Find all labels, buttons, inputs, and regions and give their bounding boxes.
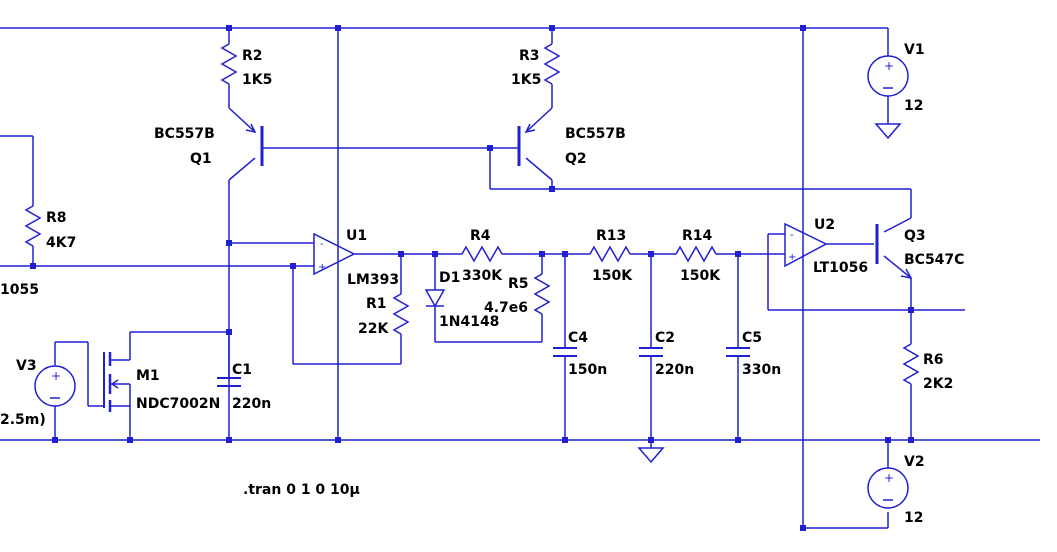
r13-value: 150K — [592, 268, 633, 284]
resistor-r3 — [543, 28, 561, 108]
u1-model: LM393 — [347, 272, 399, 288]
r8-name: R8 — [46, 210, 67, 226]
svg-text:+: + — [884, 59, 894, 73]
r14-value: 150K — [680, 268, 721, 284]
r1-name: R1 — [366, 296, 387, 312]
v2-value: 12 — [904, 510, 923, 526]
comparator-u1: - + — [229, 232, 435, 365]
r4-value: 330K — [462, 268, 503, 284]
c4-value: 150n — [568, 362, 607, 378]
resistor-r4 — [435, 245, 565, 263]
q2-model: BC557B — [565, 126, 626, 142]
m1-name: M1 — [136, 368, 160, 384]
left-edge-label: 1055 — [0, 282, 39, 298]
r5-value: 4.7e6 — [484, 300, 528, 316]
resistor-r6 — [902, 343, 920, 440]
resistor-r2 — [220, 28, 238, 108]
capacitor-c4 — [553, 254, 577, 440]
svg-text:-: - — [320, 239, 324, 250]
svg-text:-: - — [790, 230, 794, 241]
opamp-u2: - + — [767, 222, 965, 311]
r1-value: 22K — [358, 321, 389, 337]
d1-name: D1 — [439, 270, 460, 286]
voltage-source-v3: + — [34, 341, 104, 440]
resistor-r8 — [0, 135, 293, 267]
c5-name: C5 — [742, 330, 762, 346]
u2-model: LT1056 — [813, 260, 868, 276]
spice-directive: .tran 0 1 0 10µ — [243, 482, 360, 498]
c4-name: C4 — [568, 330, 588, 346]
r13-name: R13 — [596, 228, 626, 244]
resistor-r1 — [392, 254, 410, 364]
v3-name: V3 — [16, 358, 37, 374]
voltage-source-v2: + — [867, 440, 909, 509]
r3-value: 1K5 — [511, 72, 541, 88]
v1-value: 12 — [904, 98, 923, 114]
q1-name: Q1 — [190, 151, 212, 167]
diode-d1 — [424, 254, 542, 343]
c1-value: 220n — [232, 396, 271, 412]
v3-value-fragment: 2.5m) — [0, 412, 46, 428]
mosfet-m1 — [103, 331, 229, 440]
capacitor-c1 — [217, 332, 241, 387]
transistor-q2 — [489, 107, 912, 218]
r4-name: R4 — [470, 228, 491, 244]
c5-value: 330n — [742, 362, 781, 378]
vertical-buses — [337, 28, 804, 528]
r2-name: R2 — [242, 48, 263, 64]
capacitor-c5 — [726, 254, 750, 440]
svg-text:+: + — [51, 369, 61, 383]
r14-name: R14 — [682, 228, 713, 244]
svg-text:+: + — [788, 252, 796, 263]
v2-name: V2 — [904, 454, 925, 470]
d1-model: 1N4148 — [439, 314, 499, 330]
c2-name: C2 — [655, 330, 675, 346]
m1-model: NDC7002N — [136, 396, 220, 412]
resistor-r5 — [533, 254, 551, 342]
capacitor-c2 — [637, 254, 665, 464]
negative-supply-rail — [803, 512, 889, 529]
top-supply-rail — [0, 27, 889, 56]
r2-value: 1K5 — [242, 72, 272, 88]
transistor-q1 — [228, 107, 490, 440]
junction-dots — [30, 25, 914, 531]
r6-value: 2K2 — [923, 376, 953, 392]
voltage-source-v1: + — [867, 55, 909, 140]
svg-text:+: + — [884, 471, 894, 485]
c1-name: C1 — [232, 362, 252, 378]
resistor-r14 — [651, 245, 785, 263]
c2-value: 220n — [655, 362, 694, 378]
r8-value: 4K7 — [46, 235, 76, 251]
u2-name: U2 — [814, 217, 835, 233]
svg-text:+: + — [318, 262, 326, 273]
r6-name: R6 — [923, 352, 944, 368]
u1-name: U1 — [346, 228, 367, 244]
q3-name: Q3 — [904, 228, 926, 244]
resistor-r13 — [565, 245, 651, 263]
q1-model: BC557B — [154, 126, 215, 142]
r5-name: R5 — [508, 276, 529, 292]
q3-model: BC547C — [904, 252, 964, 268]
r3-name: R3 — [519, 48, 540, 64]
q2-name: Q2 — [565, 151, 587, 167]
v1-name: V1 — [904, 42, 925, 58]
